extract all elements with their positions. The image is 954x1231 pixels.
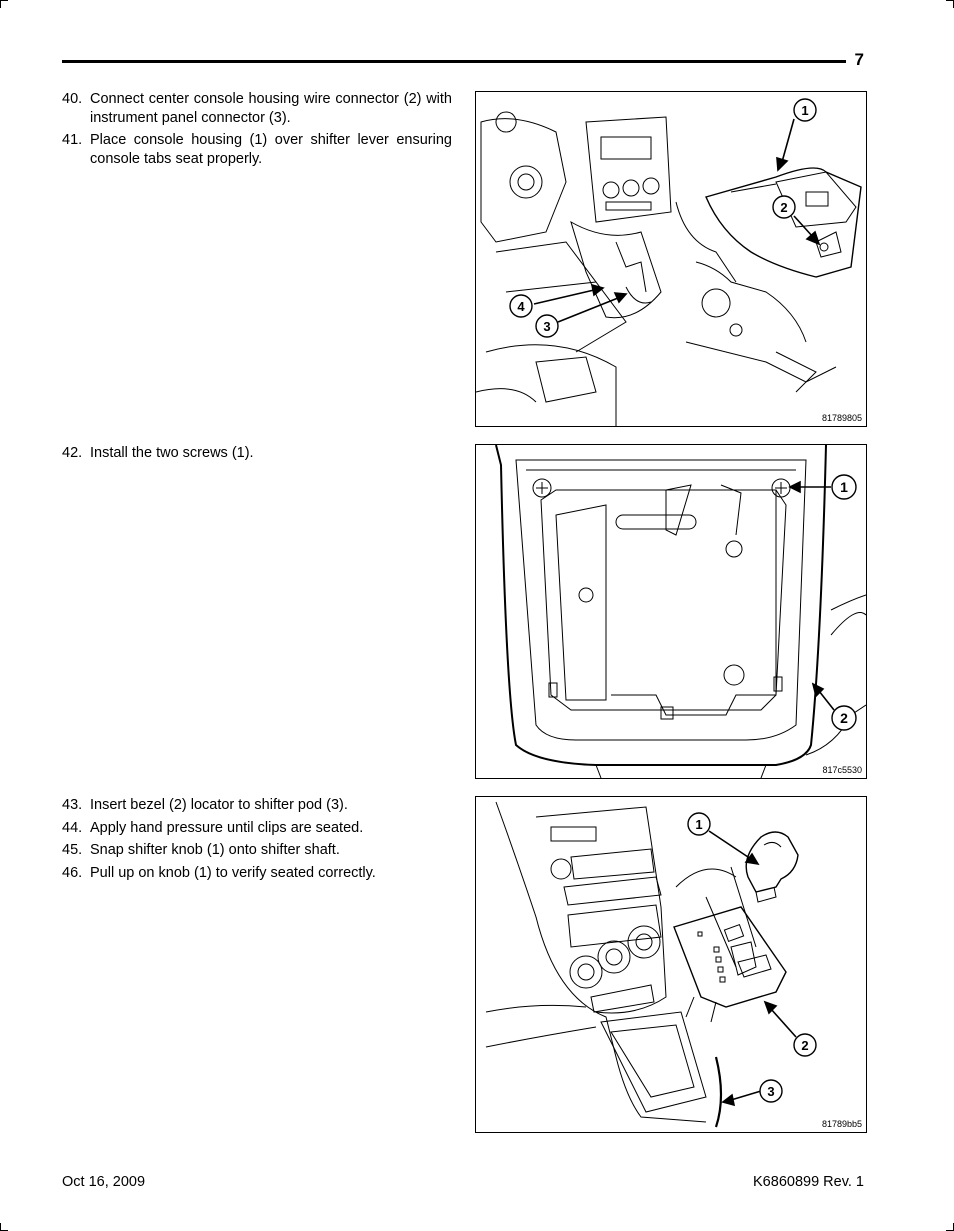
figure-3-drawing: 1 2 3 (485, 801, 817, 1128)
figure-console-housing: 1 2 3 4 81789805 (475, 91, 867, 427)
figure-console-screws: 1 2 817c5530 (475, 444, 867, 779)
crop-mark-bottom-left (0, 1223, 1, 1231)
steps-group-3: 43. Insert bezel (2) locator to shifter … (62, 796, 452, 886)
steps-group-2: 42. Install the two screws (1). (62, 444, 452, 467)
figure-2-drawing: 1 2 (495, 445, 866, 778)
step-item: 46. Pull up on knob (1) to verify seated… (62, 864, 452, 883)
page-number: 7 (854, 50, 864, 69)
callout-1: 1 (695, 817, 702, 832)
callout-1: 1 (840, 479, 848, 495)
step-number: 44. (62, 819, 83, 836)
step-text: Place console housing (1) over shifter l… (90, 132, 452, 167)
callout-2: 2 (840, 710, 848, 726)
figure-shifter-knob: 1 2 3 81789bb5 (475, 796, 867, 1133)
footer-doc-id: K6860899 Rev. 1 (753, 1174, 864, 1190)
step-number: 42. (62, 445, 83, 461)
crop-mark-top-left (0, 0, 8, 1)
step-text: Install the two screws (1). (90, 445, 254, 461)
step-number: 45. (62, 842, 83, 858)
step-item: 43. Insert bezel (2) locator to shifter … (62, 796, 452, 815)
step-item: 44. Apply hand pressure until clips are … (62, 819, 452, 838)
step-text: Connect center console housing wire conn… (90, 91, 452, 126)
figure-1-drawing: 1 2 3 4 (476, 98, 862, 426)
figure-code: 81789805 (820, 413, 863, 423)
crop-mark-top-left (0, 0, 1, 8)
callout-3: 3 (767, 1084, 774, 1099)
steps-group-1: 40. Connect center console housing wire … (62, 90, 452, 172)
step-item: 45. Snap shifter knob (1) onto shifter s… (62, 841, 452, 860)
step-number: 41. (62, 132, 83, 148)
figure-code: 81789bb5 (820, 1119, 863, 1129)
figure-code: 817c5530 (821, 765, 863, 775)
step-text: Snap shifter knob (1) onto shifter shaft… (90, 842, 340, 858)
step-text: Insert bezel (2) locator to shifter pod … (90, 797, 348, 813)
crop-mark-top-right (946, 0, 954, 1)
step-item: 42. Install the two screws (1). (62, 444, 452, 463)
step-number: 40. (62, 91, 83, 107)
header-rule (62, 60, 846, 63)
step-number: 43. (62, 797, 83, 813)
step-text: Apply hand pressure until clips are seat… (90, 819, 364, 836)
step-item: 41. Place console housing (1) over shift… (62, 131, 452, 168)
callout-4: 4 (517, 299, 525, 314)
callout-2: 2 (801, 1038, 808, 1053)
callout-3: 3 (543, 319, 550, 334)
step-item: 40. Connect center console housing wire … (62, 90, 452, 127)
step-number: 46. (62, 864, 83, 881)
callout-1: 1 (801, 103, 808, 118)
callout-2: 2 (780, 200, 787, 215)
footer-date: Oct 16, 2009 (62, 1174, 146, 1190)
step-text: Pull up on knob (1) to verify seated cor… (90, 864, 376, 881)
